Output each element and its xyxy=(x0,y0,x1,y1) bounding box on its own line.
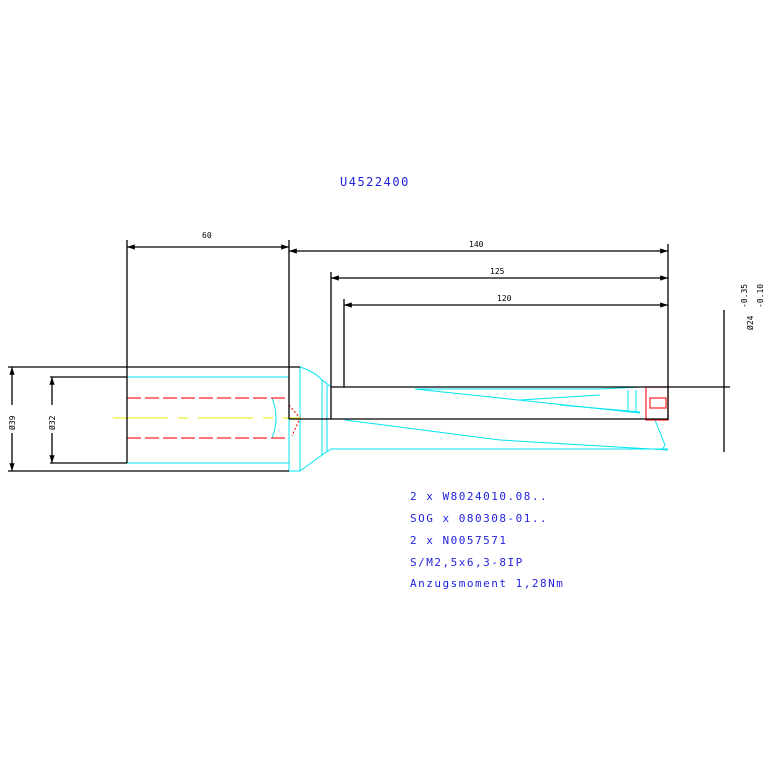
dim-dia-32: Ø32 xyxy=(47,415,57,430)
note-line: Anzugsmoment 1,28Nm xyxy=(410,577,564,590)
dimension-lines xyxy=(9,244,668,471)
outline xyxy=(8,240,730,472)
thread-lines xyxy=(127,386,669,439)
notes: 2 x W8024010.08.. SOG x 080308-01.. 2 x … xyxy=(410,490,564,590)
cyan-geometry xyxy=(126,366,669,472)
dim-dia-39: Ø39 xyxy=(7,415,17,430)
note-line: 2 x W8024010.08.. xyxy=(410,490,548,503)
dim-125: 125 xyxy=(490,267,505,276)
tolerance-lower: -0.10 xyxy=(756,284,765,308)
dim-120: 120 xyxy=(497,294,512,303)
dim-60: 60 xyxy=(202,231,212,240)
note-line: SOG x 080308-01.. xyxy=(410,512,548,525)
note-line: S/M2,5x6,3-8IP xyxy=(410,556,524,569)
part-number: U4522400 xyxy=(340,175,410,189)
dim-dia-24: Ø24 xyxy=(745,315,755,330)
dim-140: 140 xyxy=(469,240,484,249)
note-line: 2 x N0057571 xyxy=(410,534,507,547)
tolerance-upper: -0.35 xyxy=(740,284,749,308)
